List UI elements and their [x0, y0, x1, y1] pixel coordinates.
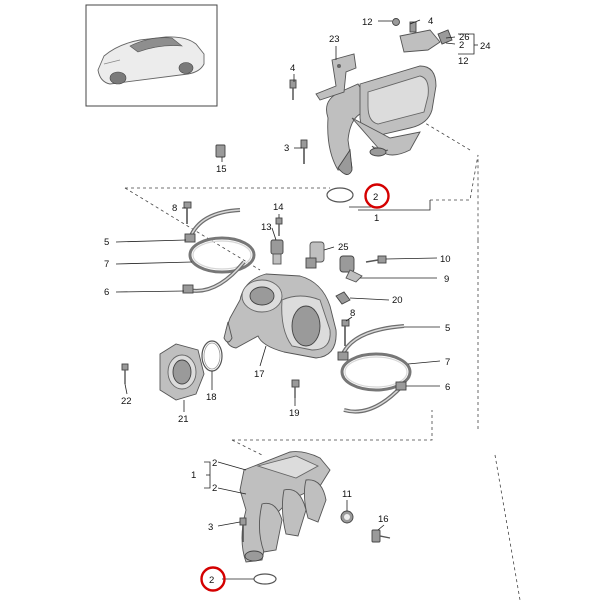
clamp-6-left	[182, 260, 246, 294]
callout-6-left: 6	[104, 287, 109, 298]
bolt-10-part	[365, 255, 387, 264]
callout-18: 18	[206, 392, 217, 403]
callout-23: 23	[329, 34, 340, 45]
bolt-8-left-part	[183, 201, 192, 224]
callout-12-right: 12	[458, 56, 469, 67]
throttle-valve-21	[159, 343, 205, 401]
top-sensor-bracket-part	[392, 18, 453, 53]
ring-7-right	[340, 352, 412, 392]
lower-intake-manifold	[239, 451, 331, 563]
clamp-5-left	[184, 208, 241, 243]
throttle-housing-17	[223, 273, 337, 359]
bolt-4-left-part	[289, 79, 297, 100]
callout-9: 9	[444, 274, 449, 285]
callout-3-lower: 3	[208, 522, 213, 533]
callout-6-right: 6	[445, 382, 450, 393]
callout-1-upper: 1	[374, 213, 379, 224]
callout-16: 16	[378, 514, 389, 525]
sensor-13-part	[270, 239, 284, 265]
callout-3-upper: 3	[284, 143, 289, 154]
gasket-2-lower-part	[253, 573, 277, 585]
highlight-circle-upper	[364, 183, 390, 209]
callout-2-lower-bracket-a: 2	[212, 458, 217, 469]
callout-1-lower: 1	[191, 470, 196, 481]
callout-22: 22	[121, 396, 132, 407]
callout-19: 19	[289, 408, 300, 419]
callout-13: 13	[261, 222, 272, 233]
callout-5-right: 5	[445, 323, 450, 334]
callout-10: 10	[440, 254, 451, 265]
callout-12-top: 12	[362, 17, 373, 28]
callout-20: 20	[392, 295, 403, 306]
callout-24: 24	[480, 41, 491, 52]
highlight-circle-lower	[200, 566, 226, 592]
callout-labels: 12 4 26 2 24 12 23 4 3 15 2 1 8 14 13 25…	[104, 16, 491, 586]
callout-11: 11	[342, 489, 352, 500]
valve-25-part	[305, 241, 325, 269]
gasket-2-upper-part	[326, 187, 354, 203]
leader-lines	[115, 19, 478, 580]
bolt-14-part	[275, 217, 283, 236]
bolt-3-lower-part	[239, 517, 247, 542]
callout-8-right: 8	[350, 308, 355, 319]
callout-21: 21	[178, 414, 189, 425]
clamp-5-right	[337, 324, 405, 361]
part-15	[215, 144, 226, 158]
ring-7-left	[188, 236, 256, 274]
callout-15: 15	[216, 164, 227, 175]
callout-26: 26	[459, 32, 470, 43]
callout-2-upper-highlighted: 2	[373, 192, 378, 203]
callout-25: 25	[338, 242, 349, 253]
bolt-8-right-part	[341, 319, 350, 346]
actuator-9-part	[339, 255, 363, 283]
bolt-19-part	[291, 379, 300, 398]
o-ring-18-part	[201, 340, 223, 372]
grommet-11-part	[340, 510, 354, 524]
callout-2-lower-highlighted: 2	[209, 575, 214, 586]
bolt-3-upper-part	[300, 139, 308, 164]
vehicle-thumbnail	[85, 4, 218, 107]
bracket-23-part	[315, 53, 357, 101]
clip-20-part	[335, 291, 351, 305]
callout-4-top: 4	[428, 16, 433, 27]
callout-4-left: 4	[290, 63, 295, 74]
upper-intake-manifold	[326, 65, 437, 175]
callout-7-right: 7	[445, 357, 450, 368]
callout-14: 14	[273, 202, 284, 213]
callout-2-lower-bracket-b: 2	[212, 483, 217, 494]
callout-17: 17	[254, 369, 265, 380]
callout-5-left: 5	[104, 237, 109, 248]
callout-7-left: 7	[104, 259, 109, 270]
sensor-16-part	[371, 529, 391, 543]
callout-2-top: 2	[459, 40, 464, 51]
bolt-22-part	[121, 363, 129, 384]
callout-8-left: 8	[172, 203, 177, 214]
